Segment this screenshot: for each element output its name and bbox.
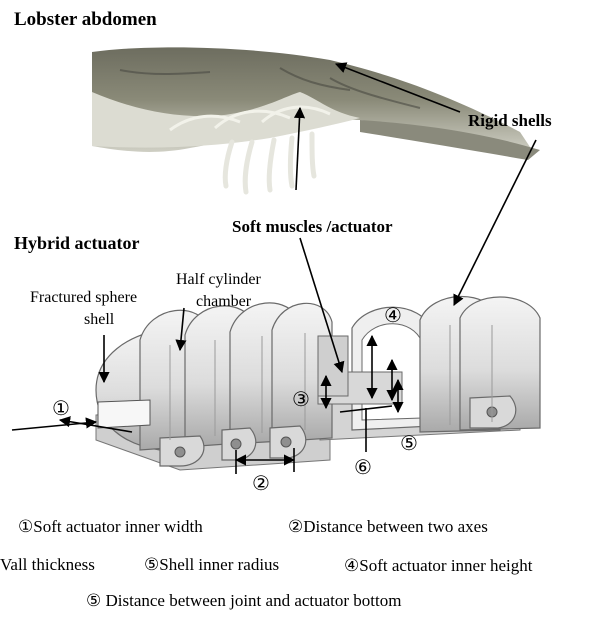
legend-item-1: ①Soft actuator inner width	[18, 518, 203, 535]
rigid-shells-label: Rigid shells	[468, 112, 552, 129]
marker-4: ④	[384, 303, 402, 327]
marker-1: ①	[52, 396, 70, 420]
marker-6: ⑥	[354, 455, 372, 479]
marker-5: ⑤	[400, 431, 418, 455]
legend-item-6: ⑤ Distance between joint and actuator bo…	[86, 592, 401, 609]
fractured-shell-label-line1: Fractured sphere	[30, 290, 137, 306]
half-cylinder-label-line1: Half cylinder	[176, 272, 261, 288]
legend-item-2: ②Distance between two axes	[288, 518, 488, 535]
marker-2: ②	[252, 471, 270, 495]
marker-3: ③	[292, 387, 310, 411]
soft-muscles-label: Soft muscles /actuator	[232, 218, 393, 235]
half-cylinder-label-line2: chamber	[196, 294, 251, 310]
hybrid-actuator-drawing	[96, 296, 540, 470]
lobster-title: Lobster abdomen	[14, 10, 157, 29]
legend-item-4: ⑤Shell inner radius	[144, 556, 279, 573]
hybrid-title: Hybrid actuator	[14, 234, 140, 252]
legend-item-3: Vall thickness	[0, 556, 95, 573]
legend-item-5: ④Soft actuator inner height	[344, 557, 533, 574]
fractured-shell-label-line2: shell	[84, 312, 114, 328]
